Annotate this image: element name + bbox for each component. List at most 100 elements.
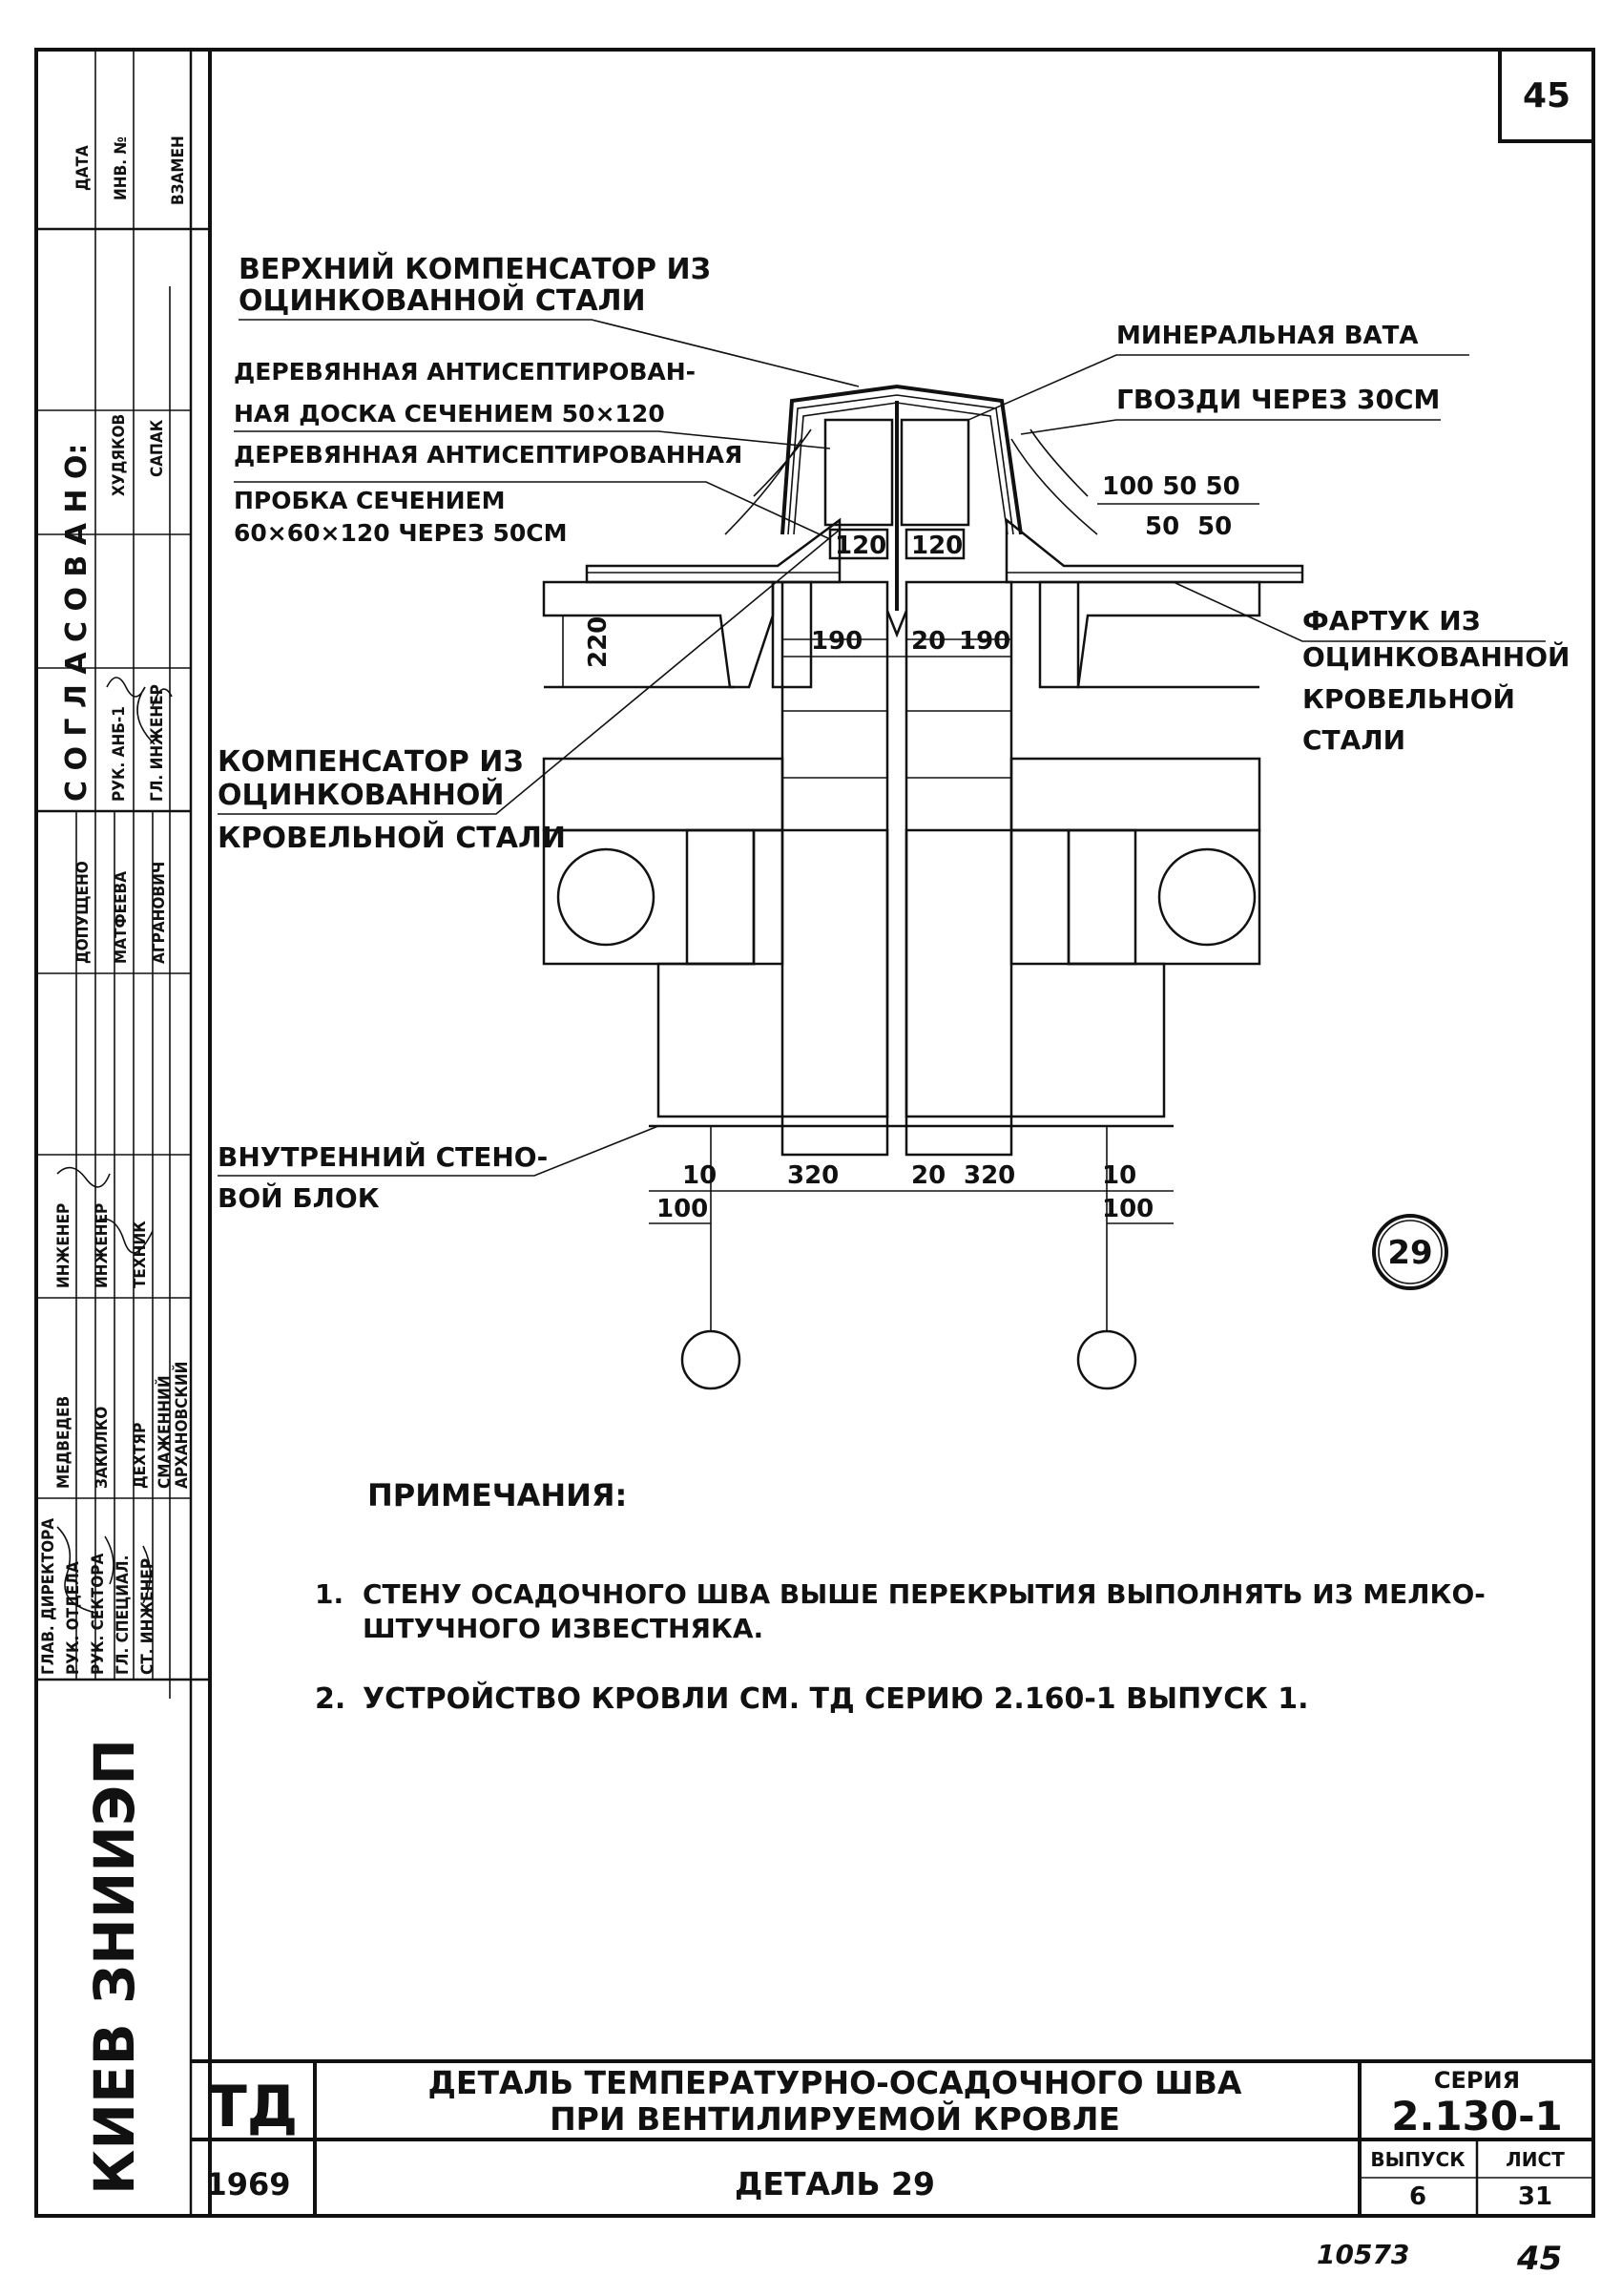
dim-120-b: 120 (911, 532, 963, 560)
note-1-line-2: ШТУЧНОГО ИЗВЕСТНЯКА. (363, 1613, 763, 1644)
dim-20-b: 20 (911, 1161, 946, 1190)
signature-3 (56, 1526, 152, 1614)
outer-frame (34, 48, 1595, 2218)
staff-name-1: МЕДВЕДЕВ (54, 1396, 73, 1489)
joint-wall-left (780, 580, 889, 1157)
dim-220: 220 (584, 616, 613, 668)
insulation-right (1009, 757, 1261, 832)
dim-100-b: 100 (1102, 1195, 1154, 1223)
agreed-name-1: ХУДЯКОВ (110, 414, 129, 496)
label-wood-plug-2: ПРОБКА СЕЧЕНИЕМ (234, 487, 506, 514)
dim-50-b: 50 (1197, 512, 1232, 541)
series-value: 2.130-1 (1391, 2093, 1563, 2139)
staff-role-1: ГЛАВ. ДИРЕКТОРА (39, 1518, 58, 1675)
slab-joint-right (1067, 828, 1137, 966)
staff-name-3: ДЕХТЯР (131, 1423, 150, 1489)
dim-50-a: 50 (1145, 512, 1179, 541)
sheet-number: 45 (1523, 76, 1570, 115)
staff-position-3: ТЕХНИК (131, 1221, 150, 1288)
sheet-label: ЛИСТ (1506, 2148, 1565, 2171)
slab-void-left (556, 847, 655, 947)
label-wall-block-1: ВНУТРЕННИЙ СТЕНО- (218, 1140, 548, 1173)
left-stamp: ДАТА ИНВ. № ВЗАМЕН С О Г Л А С О В А Н О… (36, 50, 210, 2195)
label-apron-3: КРОВЕЛЬНОЙ (1302, 682, 1515, 715)
label-wall-block-2: ВОЙ БЛОК (218, 1181, 380, 1214)
stamp-header-inv: ИНВ. № (112, 136, 131, 200)
agreed-title: С О Г Л А С О В А Н О: (60, 444, 94, 802)
dimensions: 220 120 120 190 20 190 100 50 50 50 50 1… (562, 472, 1259, 1224)
label-mineral-wool: МИНЕРАЛЬНАЯ ВАТА (1116, 322, 1419, 350)
insulation-left (542, 757, 784, 832)
dim-20-a: 20 (911, 627, 946, 656)
dim-190-b: 190 (959, 627, 1010, 656)
dim-190-a: 190 (811, 627, 863, 656)
sheet-number-box (1498, 48, 1595, 143)
signature-2 (56, 1166, 154, 1254)
staff-name-5: АРХАНОВСКИЙ (171, 1362, 192, 1489)
axis-bubble-right (1076, 1329, 1137, 1390)
title-block: ТД 1969 ДЕТАЛЬ ТЕМПЕРАТУРНО-ОСАДОЧНОГО Ш… (191, 2059, 1593, 2216)
label-compensator-1: КОМПЕНСАТОР ИЗ (218, 745, 524, 779)
dim-320-b: 320 (964, 1161, 1015, 1190)
title-line-1: ДЕТАЛЬ ТЕМПЕРАТУРНО-ОСАДОЧНОГО ШВА (428, 2064, 1242, 2101)
label-apron-4: СТАЛИ (1302, 724, 1405, 756)
note-1-num: 1. (315, 1578, 343, 1610)
wood-plug-right (905, 528, 966, 560)
signature-1 (106, 677, 173, 745)
axis-bubble-left (680, 1329, 741, 1390)
note-1-line-1: СТЕНУ ОСАДОЧНОГО ШВА ВЫШЕ ПЕРЕКРЫТИЯ ВЫП… (363, 1578, 1486, 1610)
agreed-role-2: ГЛ. ИНЖЕНЕР (148, 684, 167, 802)
dim-120-a: 120 (835, 532, 886, 560)
dim-320-a: 320 (787, 1161, 839, 1190)
detail-mark: 29 (1387, 1234, 1432, 1272)
note-2-line-1: УСТРОЙСТВО КРОВЛИ СМ. ТД СЕРИЮ 2.160-1 В… (363, 1681, 1309, 1716)
detail-mark-circle (1372, 1214, 1448, 1290)
stamp-header-date: ДАТА (73, 145, 93, 191)
label-compensator-2: ОЦИНКОВАННОЙ (218, 778, 504, 812)
staff-name-4: СМАЖЕННИЙ (154, 1375, 175, 1489)
label-wood-plug-1: ДЕРЕВЯННАЯ АНТИСЕПТИРОВАННАЯ (234, 441, 742, 469)
staff-role-5: СТ. ИНЖЕНЕР (138, 1558, 157, 1675)
label-wood-board-1: ДЕРЕВЯННАЯ АНТИСЕПТИРОВАН- (234, 358, 696, 386)
admitted-label: ДОПУЩЕНО (73, 861, 93, 964)
wood-plug-left (828, 528, 889, 560)
slab-void-right (1157, 847, 1257, 947)
wall-block-left (656, 828, 889, 1118)
floor-slab-left (542, 828, 784, 966)
title-subtitle: ДЕТАЛЬ 29 (735, 2165, 935, 2202)
admitted-name-2: АГРАНОВИЧ (150, 862, 169, 964)
issue-label: ВЫПУСК (1370, 2148, 1466, 2171)
footer-right: 45 (1516, 2240, 1562, 2278)
agreed-role-1: РУК. АНБ-1 (110, 706, 129, 802)
staff-position-2: ИНЖЕНЕР (93, 1203, 112, 1288)
apron-right (1038, 580, 1080, 689)
label-wood-plug-3: 60×60×120 ЧЕРЕЗ 50СМ (234, 519, 568, 547)
notes: ПРИМЕЧАНИЯ: 1. СТЕНУ ОСАДОЧНОГО ШВА ВЫШЕ… (315, 1477, 1486, 1716)
title-code: ТД (208, 2074, 298, 2140)
label-compensator-3: КРОВЕЛЬНОЙ СТАЛИ (218, 821, 566, 855)
label-nails: ГВОЗДИ ЧЕРЕЗ 30СМ (1116, 384, 1440, 415)
label-apron-2: ОЦИНКОВАННОЙ (1302, 640, 1570, 673)
roof-slab-right (1076, 580, 1261, 689)
sheet-value: 31 (1518, 2182, 1552, 2211)
label-apron-1: ФАРТУК ИЗ (1302, 605, 1481, 637)
apron-left (771, 580, 813, 689)
institute-name: КИЕВ ЗНИИЭП (82, 1739, 147, 2195)
wood-board-right (900, 418, 970, 527)
title-line-2: ПРИ ВЕНТИЛИРУЕМОЙ КРОВЛЕ (550, 2099, 1120, 2138)
callouts: ВЕРХНИЙ КОМПЕНСАТОР ИЗ ОЦИНКОВАННОЙ СТАЛ… (218, 252, 1570, 1214)
staff-role-4: ГЛ. СПЕЦИАЛ. (114, 1555, 133, 1675)
stamp-header-replaced: ВЗАМЕН (169, 136, 188, 205)
issue-value: 6 (1409, 2182, 1426, 2211)
title-year: 1969 (205, 2166, 290, 2202)
footer-left: 10573 (1317, 2239, 1409, 2270)
dim-10-b: 10 (1102, 1161, 1136, 1190)
dim-10-a: 10 (682, 1161, 717, 1190)
slab-joint-left (685, 828, 756, 966)
wood-board-left (823, 418, 894, 527)
note-2-num: 2. (315, 1682, 345, 1716)
staff-position-1: ИНЖЕНЕР (54, 1203, 73, 1288)
roof-slab-left (542, 580, 775, 689)
notes-title: ПРИМЕЧАНИЯ: (367, 1477, 627, 1513)
